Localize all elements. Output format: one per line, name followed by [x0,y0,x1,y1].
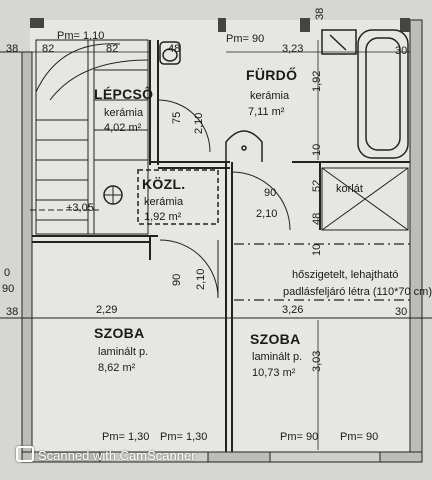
dim-48: 48 [168,43,181,55]
railing-box [321,167,409,231]
dim-38-right-top: 38 [314,7,326,20]
room-right-name: SZOBA [250,331,301,347]
room-left-name: SZOBA [94,325,145,341]
dim-48b: 48 [311,212,323,225]
dim-38-left: 38 [6,43,19,55]
room-corridor-area: 1,92 m² [144,211,182,223]
top-walls [30,18,410,32]
dim-82b: 82 [106,43,119,55]
dim-pm-90a: Pm= 90 [280,431,319,443]
attic-ladder-opening [234,243,410,301]
dim-pm-90-top: Pm= 90 [226,33,265,45]
room-corridor-material: kerámia [144,196,184,208]
dim-326: 3,26 [282,304,304,316]
dim-0-left: 0 [4,267,11,279]
room-bathroom-area: 7,11 m² [248,106,285,118]
dim-90v: 90 [171,273,183,286]
door-swings [159,171,291,299]
dim-303: 3,03 [311,350,323,372]
dim-210b: 2,10 [256,208,278,220]
level-mark: +3,05 [66,202,94,214]
dim-229: 2,29 [96,304,118,316]
bottom-windows [99,451,381,463]
camscanner-icon [16,446,34,462]
room-left-area: 8,62 m² [98,362,136,374]
watermark-text: Scanned with CamScanner [38,448,196,463]
dim-192: 1,92 [311,70,323,92]
dim-82a: 82 [42,43,55,55]
attic-note-line2: padlásfeljáró létra (110*70 cm) [283,286,432,298]
dim-pm-130a: Pm= 1,30 [102,431,150,443]
dim-30-top: 30 [395,45,408,57]
attic-note-line1: hőszigetelt, lehajtható [292,269,399,281]
bathroom-fixtures [157,29,409,162]
dim-90: 90 [264,187,277,199]
dim-pm-110: Pm= 1,10 [57,30,105,42]
room-stairs-name: LÉPCSŐ [94,86,154,102]
dim-10a: 10 [311,143,323,156]
dim-210c: 2,10 [195,268,207,290]
room-corridor-name: KÖZL. [142,176,186,192]
dim-10b: 10 [311,243,323,256]
dim-52: 52 [311,179,323,192]
dim-38-bottom: 38 [6,306,19,318]
dimension-lines [30,40,410,450]
dim-pm-90b: Pm= 90 [340,431,379,443]
scanner-watermark: Scanned with CamScanner [16,446,196,463]
dim-90-left: 90 [2,283,15,295]
staircase [30,39,149,235]
room-stairs-area: 4,02 m² [104,122,142,134]
dim-210a: 2,10 [193,112,205,134]
room-left-material: laminált p. [98,346,149,358]
room-right-area: 10,73 m² [252,367,296,379]
dim-pm-130b: Pm= 1,30 [160,431,208,443]
dim-75: 75 [171,111,183,124]
dim-30-bottom: 30 [395,306,408,318]
room-right-material: laminált p. [252,351,303,363]
room-bathroom-material: kerámia [250,90,290,102]
dim-323: 3,23 [282,43,304,55]
room-bathroom-name: FÜRDŐ [246,67,298,83]
room-stairs-material: kerámia [104,107,144,119]
railing-label: korlát [336,183,363,195]
